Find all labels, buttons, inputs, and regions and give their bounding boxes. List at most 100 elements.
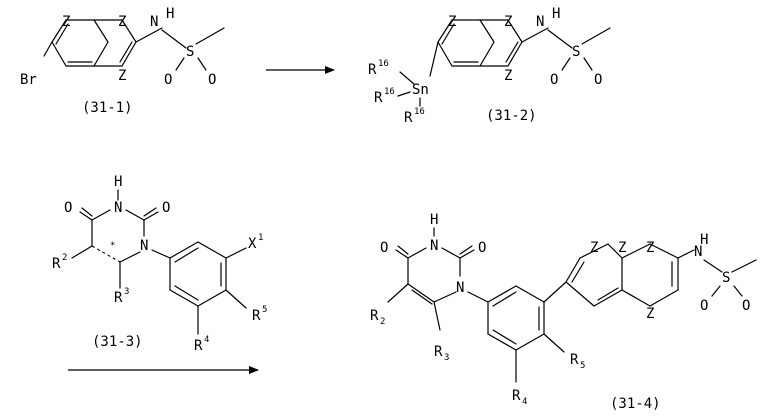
- oxygen-atom: O: [550, 72, 558, 88]
- r2-group: R: [370, 308, 379, 324]
- ring-atom-z: Z: [62, 14, 70, 30]
- carbonyl-bond: [144, 212, 158, 220]
- aryl-r5-bond: [544, 334, 564, 352]
- r-superscript: 16: [378, 59, 389, 69]
- ring-br-bond: [44, 42, 52, 56]
- ring-atom-z: Z: [646, 306, 654, 322]
- r5-superscript: 5: [262, 305, 267, 315]
- compound-31-2: Z Z Z Sn R 16 R 16 R 16 N H S O O (31-2): [368, 6, 610, 126]
- s-o-bond: [198, 58, 206, 70]
- carbonyl-bond: [80, 212, 92, 220]
- compound-31-4: H N O O N R 2 R 3: [370, 212, 756, 412]
- stereo-center-star: *: [110, 241, 115, 251]
- oxygen-atom: O: [208, 72, 216, 88]
- s-methyl-bond: [196, 28, 224, 44]
- c-r2-bond: [388, 284, 408, 302]
- sulfur-atom: S: [186, 44, 194, 60]
- pyrimidine-bond: [120, 252, 140, 262]
- sulfur-atom: S: [572, 44, 580, 60]
- ring-atom-z: Z: [646, 240, 654, 256]
- s-o-bond: [176, 58, 184, 70]
- oxygen-atom: O: [478, 240, 486, 256]
- ring-nitrogen: N: [114, 200, 122, 216]
- ring-nh-bond: [678, 250, 694, 258]
- tin-atom: Sn: [412, 82, 429, 98]
- pyrimidine-bond: [434, 292, 456, 302]
- r3-subscript: 3: [444, 353, 449, 363]
- x1-superscript: 1: [258, 233, 263, 243]
- r-superscript: 16: [384, 87, 395, 97]
- oxygen-atom: O: [594, 72, 602, 88]
- r3-superscript: 3: [124, 287, 129, 297]
- s-o-bond: [734, 286, 742, 296]
- r4-subscript: 4: [522, 397, 527, 407]
- oxygen-atom: O: [380, 240, 388, 256]
- oxygen-atom: O: [162, 200, 170, 216]
- aryl-r5-bond: [226, 290, 246, 308]
- r3-group: R: [434, 344, 443, 360]
- s-methyl-bond: [732, 260, 756, 272]
- r3-group: R: [114, 290, 123, 306]
- bromine-atom: Br: [20, 72, 37, 88]
- n-s-bond: [704, 260, 722, 272]
- compound-label-31-3: (31-3): [92, 334, 143, 350]
- compound-label-31-4: (31-4): [610, 396, 661, 412]
- phenyl-ring-bonds: [488, 286, 544, 350]
- compound-label-31-1: (31-1): [82, 100, 133, 116]
- r4-group: R: [512, 388, 521, 404]
- r5-subscript: 5: [580, 361, 585, 371]
- nh-hydrogen: H: [114, 174, 122, 190]
- s-o-bond: [584, 58, 592, 70]
- r2-superscript: 2: [62, 253, 67, 263]
- ring-nitrogen: N: [456, 280, 464, 296]
- ring-sn-bond: [430, 42, 438, 76]
- carbonyl-bond: [460, 250, 474, 258]
- r4-superscript: 4: [204, 335, 209, 345]
- oxygen-atom: O: [742, 298, 750, 314]
- ring-atom-z: Z: [118, 68, 126, 84]
- nh-hydrogen: H: [700, 232, 708, 248]
- r-superscript: 16: [414, 107, 425, 117]
- oxygen-atom: O: [164, 72, 172, 88]
- r5-group: R: [570, 352, 579, 368]
- ring-nh-bond: [136, 28, 162, 42]
- pyrimidine-bond: [408, 284, 434, 302]
- ring-atom-z: Z: [618, 240, 626, 256]
- aryl-x1-bond: [226, 248, 246, 258]
- phenyl-ring-bonds: [170, 242, 226, 306]
- oxygen-atom: O: [700, 298, 708, 314]
- n-s-bond: [162, 30, 186, 48]
- aryl-bicycle-bond: [544, 282, 566, 302]
- s-o-bond: [712, 286, 720, 296]
- pyrimidine-bond: [442, 248, 460, 258]
- r-group: R: [404, 110, 413, 126]
- nh-hydrogen: H: [166, 6, 174, 22]
- n-aryl-bond: [468, 292, 488, 302]
- x1-group: X: [248, 236, 257, 252]
- ring-nitrogen: N: [430, 238, 438, 254]
- s-o-bond: [562, 58, 570, 70]
- c-r3-bond: [434, 302, 440, 330]
- r2-group: R: [52, 256, 61, 272]
- sn-r-bond: [400, 72, 414, 84]
- ring-atom-z: Z: [448, 14, 456, 30]
- pyrimidine-double-bond: [412, 290, 432, 304]
- n-s-bond: [548, 30, 572, 48]
- r2-subscript: 2: [380, 317, 385, 327]
- c-r2-bond: [72, 246, 92, 258]
- nh-hydrogen: H: [552, 6, 560, 22]
- s-methyl-bond: [582, 28, 610, 44]
- carbonyl-bond: [396, 250, 408, 258]
- nh-nitrogen: N: [536, 14, 544, 30]
- ring-atom-z: Z: [590, 240, 598, 256]
- r-group: R: [374, 90, 383, 106]
- ring-atom-z: Z: [118, 14, 126, 30]
- sulfur-atom: S: [722, 270, 730, 286]
- compound-31-3: H N O O N * R 2 R 3: [52, 174, 267, 354]
- compound-label-31-2: (31-2): [486, 108, 537, 124]
- nh-nitrogen: N: [150, 14, 158, 30]
- ring-atom-z: Z: [504, 68, 512, 84]
- ring-nh-bond: [522, 28, 548, 42]
- sn-r-bond: [398, 92, 410, 96]
